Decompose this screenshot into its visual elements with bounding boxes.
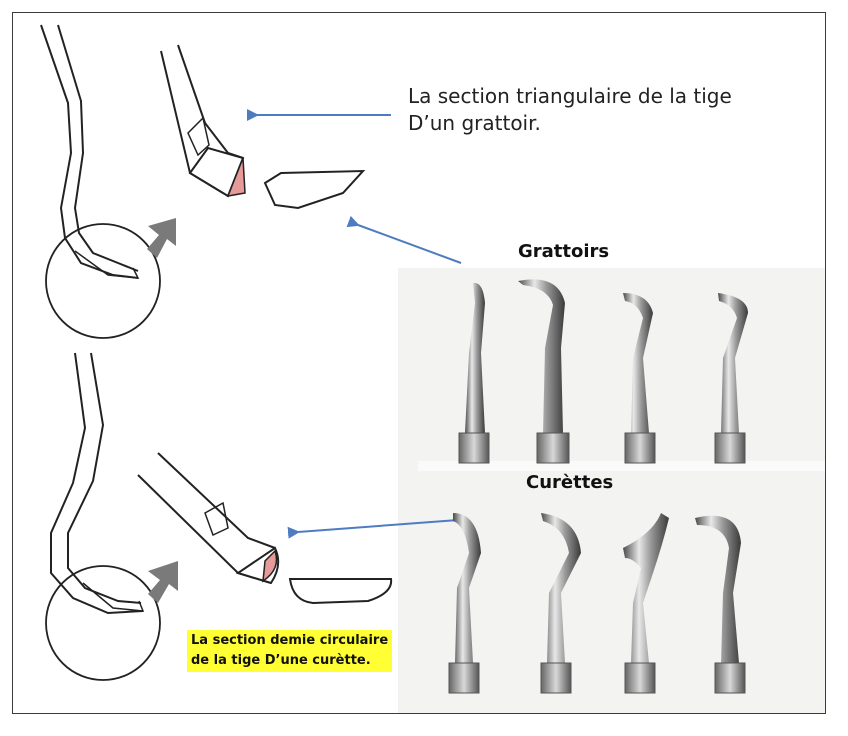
semicircular-section-caption: La section demie circulaire de la tige D… bbox=[187, 630, 393, 672]
caption-line: La section triangulaire de la tige bbox=[408, 84, 732, 108]
caption-line: de la tige D’une curètte. bbox=[191, 653, 371, 668]
grattoir-instrument-1 bbox=[458, 282, 490, 464]
triangular-section-profile bbox=[263, 169, 366, 210]
caption-line: La section demie circulaire bbox=[191, 633, 389, 648]
zoom-circle-top bbox=[45, 223, 161, 339]
curettes-photo bbox=[448, 513, 746, 694]
triangular-section-caption: La section triangulaire de la tige D’un … bbox=[408, 83, 768, 137]
curette-tip-drawing bbox=[137, 452, 280, 585]
photo-divider bbox=[418, 461, 825, 471]
grattoir-instrument-3 bbox=[623, 293, 656, 464]
curette-instrument-3 bbox=[623, 513, 669, 694]
curette-shank-drawing bbox=[50, 352, 145, 615]
arrow-icon bbox=[287, 519, 459, 539]
figure-frame: La section triangulaire de la tige D’un … bbox=[12, 12, 826, 714]
curette-instrument-4 bbox=[695, 515, 746, 694]
grattoir-shank-drawing bbox=[40, 24, 140, 279]
curette-instrument-2 bbox=[540, 513, 581, 694]
triangular-section-mark bbox=[226, 157, 246, 197]
grattoirs-photo bbox=[458, 279, 748, 464]
diagram-artwork bbox=[40, 24, 825, 713]
caption-line: D’un grattoir. bbox=[408, 111, 541, 135]
rotation-arrow-icon bbox=[148, 561, 178, 603]
grattoirs-label: Grattoirs bbox=[518, 241, 610, 262]
zoom-circle-bottom bbox=[45, 565, 161, 681]
arrow-icon bbox=[346, 215, 462, 264]
semicircular-section-mark bbox=[262, 549, 278, 583]
rotation-arrow-icon bbox=[147, 218, 176, 258]
curettes-label: Curèttes bbox=[526, 472, 614, 493]
semicircular-section-profile bbox=[288, 578, 393, 605]
grattoir-instrument-4 bbox=[714, 293, 748, 464]
grattoir-instrument-2 bbox=[518, 279, 570, 464]
grattoir-tip-drawing bbox=[160, 44, 246, 198]
curette-instrument-1 bbox=[448, 513, 481, 694]
